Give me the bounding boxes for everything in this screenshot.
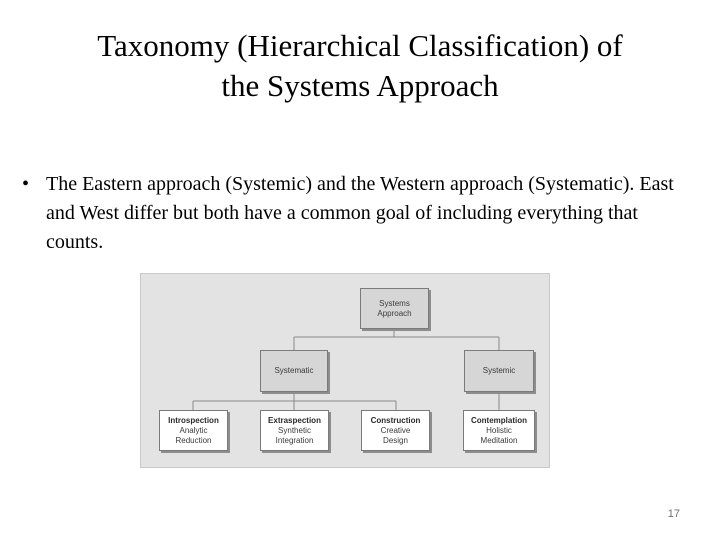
node-construction-line-1: Creative [380,425,411,435]
bullet-dot-icon: • [22,173,30,195]
node-contemplation: Contemplation Holistic Meditation [463,410,535,451]
node-systemic: Systemic [464,350,534,392]
node-systems-approach: Systems Approach [360,288,429,329]
node-construction-line-2: Design [383,435,408,445]
connector-lines [192,329,500,410]
node-systematic-label: Systematic [274,366,314,375]
node-contemplation-line-2: Meditation [480,435,518,445]
node-introspection-line-1: Analytic [179,425,208,435]
node-systemic-label: Systemic [482,366,516,375]
node-construction-title: Construction [370,415,421,425]
node-extraspection-title: Extraspection [268,415,321,425]
taxonomy-diagram: Systems Approach Systematic Systemic Int… [140,273,550,468]
bullet-text: The Eastern approach (Systemic) and the … [46,173,674,253]
node-extraspection: Extraspection Synthetic Integration [260,410,329,451]
page-number: 17 [667,508,680,520]
node-extraspection-line-2: Integration [275,435,314,445]
slide-title-line-2: the Systems Approach [221,68,499,103]
node-introspection-title: Introspection [168,415,219,425]
node-contemplation-title: Contemplation [471,415,527,425]
node-systems-approach-line-1: Systems [379,298,410,308]
node-introspection: Introspection Analytic Reduction [159,410,228,451]
node-systematic: Systematic [260,350,328,392]
node-introspection-line-2: Reduction [175,435,212,445]
node-extraspection-line-1: Synthetic [278,425,311,435]
node-systems-approach-line-2: Approach [377,308,412,318]
slide-title-line-1: Taxonomy (Hierarchical Classification) o… [97,28,623,63]
node-construction: Construction Creative Design [361,410,430,451]
slide-title: Taxonomy (Hierarchical Classification) o… [20,26,700,106]
node-contemplation-line-1: Holistic [486,425,512,435]
